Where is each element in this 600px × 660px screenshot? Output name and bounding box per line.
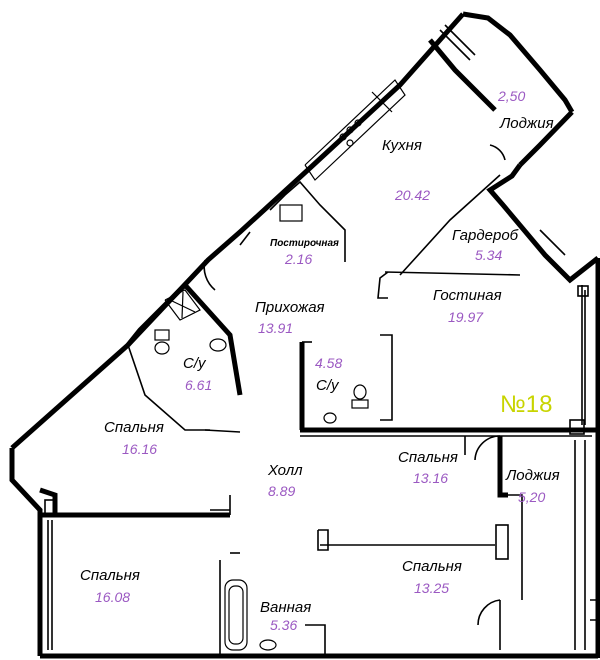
bathroom-name: Ванная <box>260 599 311 616</box>
bedroom3-area: 16.08 <box>95 589 130 605</box>
wc2-area: 4.58 <box>315 355 342 371</box>
door-swing-icon <box>203 144 506 626</box>
apartment-number: №18 <box>500 391 552 418</box>
kitchen-area: 20.42 <box>394 187 430 203</box>
hallway-name: Прихожая <box>255 299 325 316</box>
bedroom4-area: 13.25 <box>414 580 449 596</box>
pantry-name: Постирочная <box>270 238 339 249</box>
bedroom2-area: 13.16 <box>413 470 448 486</box>
kitchen-name: Кухня <box>382 137 422 154</box>
bathtub-icon <box>224 579 248 651</box>
bathroom-area: 5.36 <box>270 617 297 633</box>
stove-icon <box>304 79 406 181</box>
pantry-area: 2.16 <box>284 251 312 267</box>
wc1-name: С/у <box>183 355 207 372</box>
outer-walls <box>9 11 600 659</box>
loggia2-name: Лоджия <box>505 467 560 484</box>
bedroom2-name: Спальня <box>398 449 458 466</box>
bedroom4-name: Спальня <box>402 558 462 575</box>
hallway-area: 13.91 <box>258 320 293 336</box>
sink-icon <box>209 204 337 651</box>
loggia1-name: Лоджия <box>499 115 554 132</box>
wc1-area: 6.61 <box>185 377 212 393</box>
toilet-icon <box>154 329 369 409</box>
hall-name: Холл <box>267 462 303 479</box>
room-labels: Кухня 20.42 Лоджия 2,50 Гардероб 5.34 По… <box>80 88 560 633</box>
wardrobe-area: 5.34 <box>475 247 502 263</box>
bedroom3-name: Спальня <box>80 567 140 584</box>
loggia1-area: 2,50 <box>497 88 525 104</box>
hall-area: 8.89 <box>268 483 295 499</box>
bedroom1-name: Спальня <box>104 419 164 436</box>
living-name: Гостиная <box>433 287 502 304</box>
wc2-name: С/у <box>316 377 340 394</box>
bedroom1-area: 16.16 <box>122 441 157 457</box>
loggia2-area: 5,20 <box>518 489 545 505</box>
interior-walls <box>55 38 599 655</box>
shower-icon <box>164 289 201 321</box>
window-icon <box>44 24 589 650</box>
wardrobe-name: Гардероб <box>452 227 519 244</box>
living-area: 19.97 <box>448 309 484 325</box>
